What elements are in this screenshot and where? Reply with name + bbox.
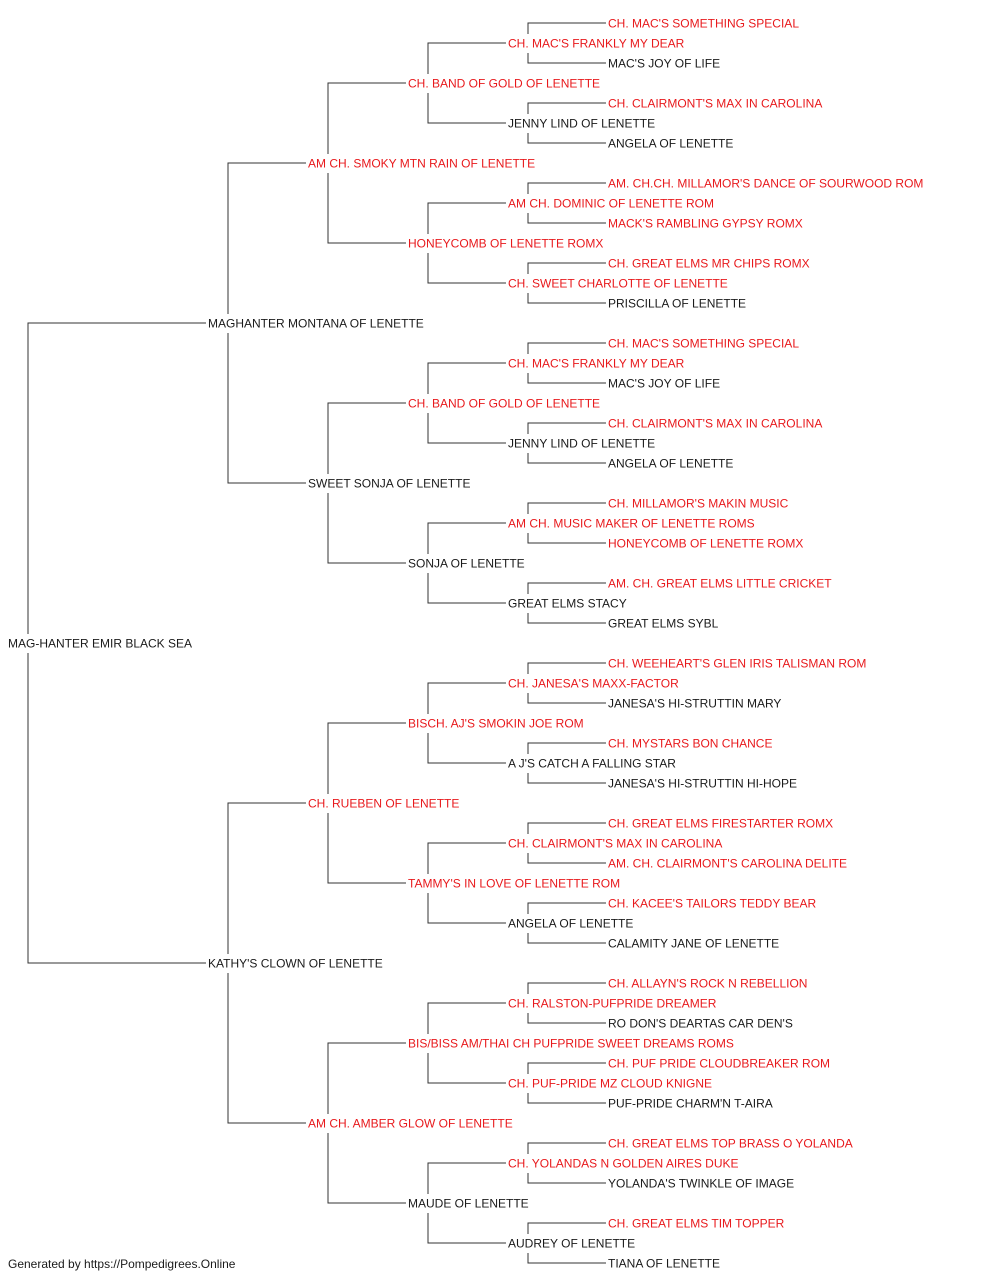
pedigree-node-gen5: MACK'S RAMBLING GYPSY ROMX	[608, 217, 803, 231]
pedigree-node-gen5: JANESA'S HI-STRUTTIN HI-HOPE	[608, 777, 797, 791]
pedigree-node-gen1: KATHY'S CLOWN OF LENETTE	[208, 957, 383, 971]
pedigree-node-gen5: CH. GREAT ELMS TOP BRASS O YOLANDA	[608, 1137, 853, 1151]
pedigree-node-gen4: A J'S CATCH A FALLING STAR	[508, 757, 676, 771]
pedigree-node-gen4: CH. MAC'S FRANKLY MY DEAR	[508, 37, 685, 51]
pedigree-node-gen5: JANESA'S HI-STRUTTIN MARY	[608, 697, 781, 711]
pedigree-node-gen5: AM. CH. GREAT ELMS LITTLE CRICKET	[608, 577, 832, 591]
pedigree-node-gen4: CH. MAC'S FRANKLY MY DEAR	[508, 357, 685, 371]
pedigree-node-gen5: CH. MILLAMOR'S MAKIN MUSIC	[608, 497, 789, 511]
pedigree-node-gen5: CH. ALLAYN'S ROCK N REBELLION	[608, 977, 807, 991]
pedigree-node-gen4: CH. YOLANDAS N GOLDEN AIRES DUKE	[508, 1157, 739, 1171]
pedigree-node-gen3: MAUDE OF LENETTE	[408, 1197, 529, 1211]
pedigree-node-gen5: CH. GREAT ELMS TIM TOPPER	[608, 1217, 785, 1231]
pedigree-node-gen5: CH. CLAIRMONT'S MAX IN CAROLINA	[608, 97, 822, 111]
pedigree-node-gen4: JENNY LIND OF LENETTE	[508, 437, 655, 451]
pedigree-node-gen3: CH. BAND OF GOLD OF LENETTE	[408, 77, 600, 91]
pedigree-node-gen3: TAMMY'S IN LOVE OF LENETTE ROM	[408, 877, 620, 891]
pedigree-node-gen4: AM CH. MUSIC MAKER OF LENETTE ROMS	[508, 517, 755, 531]
pedigree-node-gen5: CH. MAC'S SOMETHING SPECIAL	[608, 17, 799, 31]
pedigree-node-gen4: CH. RALSTON-PUFPRIDE DREAMER	[508, 997, 717, 1011]
pedigree-node-gen2: AM CH. AMBER GLOW OF LENETTE	[308, 1117, 513, 1131]
pedigree-node-gen4: CH. PUF-PRIDE MZ CLOUD KNIGNE	[508, 1077, 712, 1091]
pedigree-node-gen5: CH. MAC'S SOMETHING SPECIAL	[608, 337, 799, 351]
pedigree-labels: MAG-HANTER EMIR BLACK SEA MAGHANTER MONTA…	[8, 17, 923, 1271]
pedigree-node-gen5: MAC'S JOY OF LIFE	[608, 57, 720, 71]
pedigree-node-gen5: CH. GREAT ELMS FIRESTARTER ROMX	[608, 817, 833, 831]
pedigree-node-gen4: CH. CLAIRMONT'S MAX IN CAROLINA	[508, 837, 722, 851]
pedigree-node-gen5: MAC'S JOY OF LIFE	[608, 377, 720, 391]
pedigree-node-gen4: AUDREY OF LENETTE	[508, 1237, 635, 1251]
pedigree-node-gen4: JENNY LIND OF LENETTE	[508, 117, 655, 131]
pedigree-node-gen5: ANGELA OF LENETTE	[608, 137, 733, 151]
pedigree-node-gen5: CH. GREAT ELMS MR CHIPS ROMX	[608, 257, 810, 271]
pedigree-node-gen4: CH. JANESA'S MAXX-FACTOR	[508, 677, 679, 691]
pedigree-node-gen0: MAG-HANTER EMIR BLACK SEA	[8, 637, 192, 651]
pedigree-node-gen1: MAGHANTER MONTANA OF LENETTE	[208, 317, 424, 331]
pedigree-node-gen5: AM. CH. CLAIRMONT'S CAROLINA DELITE	[608, 857, 847, 871]
pedigree-node-gen5: CH. KACEE'S TAILORS TEDDY BEAR	[608, 897, 816, 911]
pedigree-node-gen5: PUF-PRIDE CHARM'N T-AIRA	[608, 1097, 773, 1111]
pedigree-node-gen2: SWEET SONJA OF LENETTE	[308, 477, 470, 491]
pedigree-node-gen4: AM CH. DOMINIC OF LENETTE ROM	[508, 197, 714, 211]
pedigree-node-gen5: CH. PUF PRIDE CLOUDBREAKER ROM	[608, 1057, 830, 1071]
pedigree-node-gen5: CH. CLAIRMONT'S MAX IN CAROLINA	[608, 417, 822, 431]
pedigree-node-gen2: CH. RUEBEN OF LENETTE	[308, 797, 459, 811]
pedigree-node-gen3: BIS/BISS AM/THAI CH PUFPRIDE SWEET DREAM…	[408, 1037, 734, 1051]
pedigree-node-gen5: CH. WEEHEART'S GLEN IRIS TALISMAN ROM	[608, 657, 866, 671]
pedigree-node-gen5: YOLANDA'S TWINKLE OF IMAGE	[608, 1177, 794, 1191]
pedigree-node-gen5: TIANA OF LENETTE	[608, 1257, 720, 1271]
pedigree-node-gen2: AM CH. SMOKY MTN RAIN OF LENETTE	[308, 157, 535, 171]
pedigree-node-gen5: ANGELA OF LENETTE	[608, 457, 733, 471]
pedigree-node-gen4: ANGELA OF LENETTE	[508, 917, 633, 931]
pedigree-node-gen3: BISCH. AJ'S SMOKIN JOE ROM	[408, 717, 584, 731]
pedigree-node-gen3: HONEYCOMB OF LENETTE ROMX	[408, 237, 603, 251]
pedigree-node-gen5: HONEYCOMB OF LENETTE ROMX	[608, 537, 803, 551]
pedigree-connector-lines	[27, 22, 606, 1264]
generated-by-footer: Generated by https://Pompedigrees.Online	[8, 1257, 236, 1271]
pedigree-node-gen4: GREAT ELMS STACY	[508, 597, 627, 611]
pedigree-node-gen3: CH. BAND OF GOLD OF LENETTE	[408, 397, 600, 411]
pedigree-node-gen5: PRISCILLA OF LENETTE	[608, 297, 746, 311]
pedigree-node-gen5: AM. CH.CH. MILLAMOR'S DANCE OF SOURWOOD …	[608, 177, 923, 191]
pedigree-node-gen5: CALAMITY JANE OF LENETTE	[608, 937, 779, 951]
pedigree-node-gen5: RO DON'S DEARTAS CAR DEN'S	[608, 1017, 793, 1031]
pedigree-node-gen5: GREAT ELMS SYBL	[608, 617, 719, 631]
pedigree-node-gen4: CH. SWEET CHARLOTTE OF LENETTE	[508, 277, 728, 291]
pedigree-node-gen5: CH. MYSTARS BON CHANCE	[608, 737, 772, 751]
pedigree-node-gen3: SONJA OF LENETTE	[408, 557, 525, 571]
